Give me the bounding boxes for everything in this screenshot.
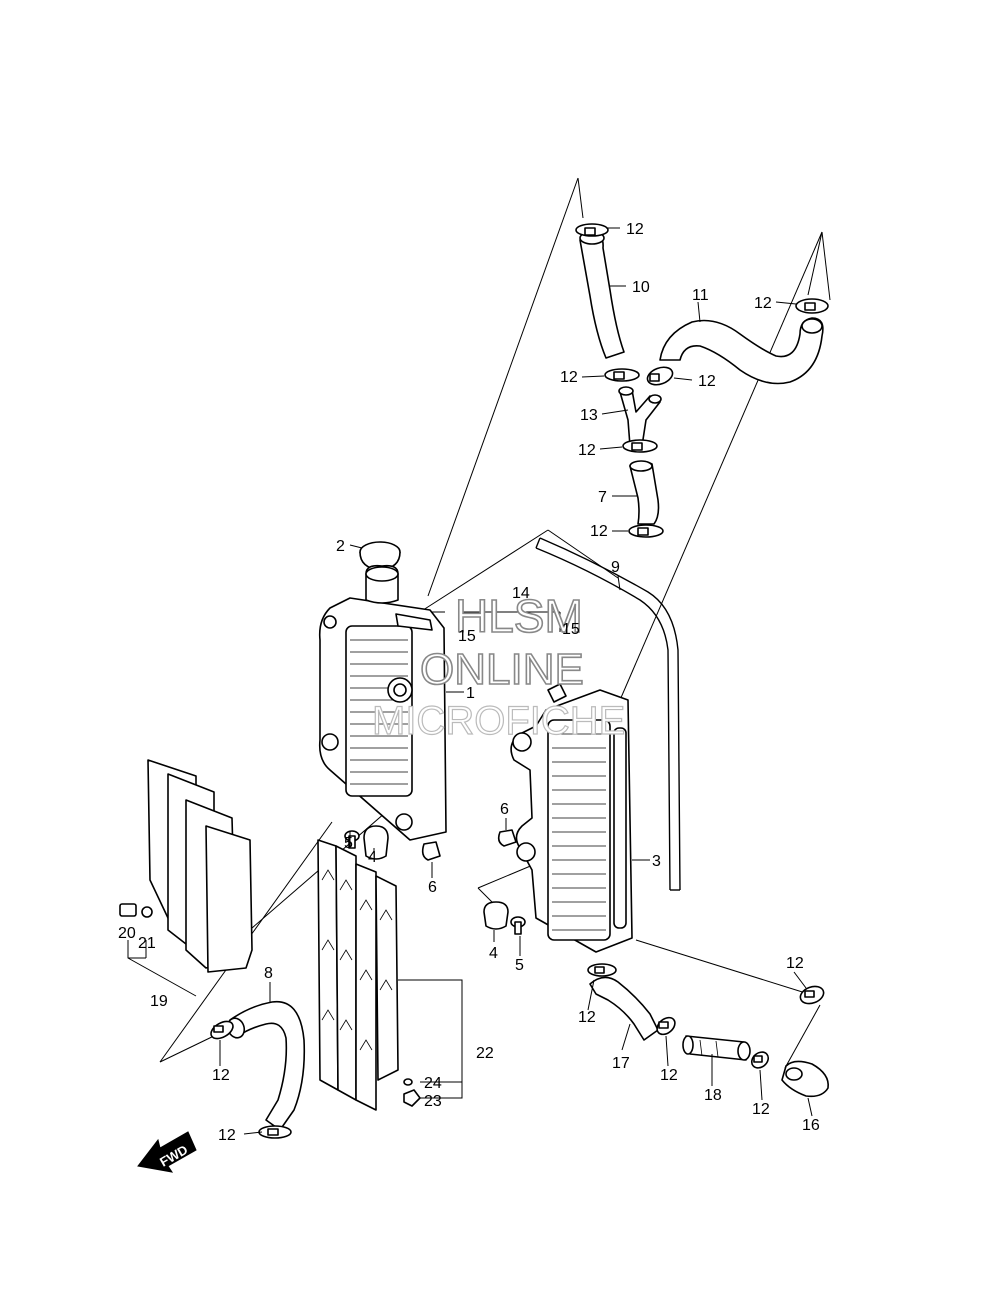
nut-23 bbox=[403, 1089, 421, 1107]
callout-18: 18 bbox=[704, 1087, 722, 1104]
washer-24 bbox=[403, 1078, 413, 1086]
bracket-19 bbox=[127, 940, 197, 997]
clamp-12-right-top bbox=[795, 298, 829, 314]
pipe-18 bbox=[682, 1035, 751, 1061]
callout-numbers: 12 10 11 12 12 12 13 12 7 12 2 9 14 15 1… bbox=[118, 221, 820, 1144]
watermark-line2: ONLINE bbox=[420, 645, 584, 694]
y-joint-13 bbox=[618, 386, 662, 447]
callout-12: 12 bbox=[698, 373, 716, 390]
watermark: HLSM ONLINE MICROFICHE bbox=[371, 589, 626, 743]
callout-12: 12 bbox=[626, 221, 644, 238]
callout-16: 16 bbox=[802, 1117, 820, 1134]
callout-2: 2 bbox=[336, 538, 345, 555]
callout-8: 8 bbox=[264, 965, 273, 982]
callout-6: 6 bbox=[500, 801, 509, 818]
callout-23: 23 bbox=[424, 1093, 442, 1110]
callout-12: 12 bbox=[560, 369, 578, 386]
callout-15: 15 bbox=[562, 621, 580, 638]
forward-direction-arrow: FWD bbox=[137, 1131, 197, 1173]
washer-21 bbox=[141, 906, 153, 918]
bolt-5-right bbox=[510, 916, 526, 935]
leader-lines bbox=[219, 227, 813, 1135]
callout-12: 12 bbox=[578, 442, 596, 459]
clamp-12-hose16 bbox=[799, 985, 825, 1005]
bolt-5-left bbox=[344, 830, 360, 849]
callout-12: 12 bbox=[752, 1101, 770, 1118]
callout-17: 17 bbox=[612, 1055, 630, 1072]
callout-12: 12 bbox=[578, 1009, 596, 1026]
collar-6-right bbox=[497, 829, 517, 847]
callout-13: 13 bbox=[580, 407, 598, 424]
grommet-4-right bbox=[483, 901, 509, 930]
callout-4: 4 bbox=[368, 849, 377, 866]
clamp-12-above-7 bbox=[622, 439, 658, 453]
callout-10: 10 bbox=[632, 279, 650, 296]
callout-12: 12 bbox=[660, 1067, 678, 1084]
radiator-guard-19 bbox=[147, 759, 253, 973]
callout-12: 12 bbox=[218, 1127, 236, 1144]
clip-20 bbox=[119, 903, 137, 917]
upper-hose-10 bbox=[579, 230, 625, 359]
callout-12: 12 bbox=[786, 955, 804, 972]
callout-12: 12 bbox=[590, 523, 608, 540]
left-radiator-1 bbox=[318, 564, 447, 841]
callout-15: 15 bbox=[458, 628, 476, 645]
clamp-12-hose17-bottom bbox=[656, 1016, 676, 1036]
clamp-12-top bbox=[575, 223, 609, 237]
grommet-4-left bbox=[363, 825, 389, 860]
upper-hose-11 bbox=[659, 317, 824, 385]
callout-12: 12 bbox=[212, 1067, 230, 1084]
callout-11: 11 bbox=[692, 287, 709, 304]
callout-5: 5 bbox=[515, 957, 524, 974]
clamp-12-mid-left bbox=[604, 368, 640, 382]
collar-6-left bbox=[421, 841, 441, 861]
callout-14: 14 bbox=[512, 585, 530, 602]
clamp-12-hose8-top bbox=[210, 1020, 234, 1040]
clamp-12-hose17-top bbox=[587, 963, 617, 977]
callout-9: 9 bbox=[611, 559, 620, 576]
callout-4: 4 bbox=[489, 945, 498, 962]
clamp-12-mid-right bbox=[646, 366, 674, 386]
overflow-tube-9 bbox=[535, 537, 681, 891]
watermark-line3: MICROFICHE bbox=[372, 699, 625, 743]
hose-17 bbox=[589, 976, 659, 1041]
callout-24: 24 bbox=[424, 1075, 442, 1092]
radiator-guard-22 bbox=[317, 839, 463, 1111]
callout-19: 19 bbox=[150, 993, 168, 1010]
right-radiator-3 bbox=[510, 683, 633, 953]
callout-3: 3 bbox=[652, 853, 661, 870]
clamp-12-below-7 bbox=[628, 524, 664, 538]
hose-8 bbox=[226, 1000, 306, 1131]
hose-16 bbox=[781, 1060, 829, 1098]
clamp-12-pipe18 bbox=[750, 1051, 770, 1069]
callout-12: 12 bbox=[754, 295, 772, 312]
callout-6: 6 bbox=[428, 879, 437, 896]
watermark-line1: HLSM bbox=[455, 590, 583, 642]
callout-7: 7 bbox=[598, 489, 607, 506]
callout-22: 22 bbox=[476, 1045, 494, 1062]
callout-20: 20 bbox=[118, 925, 136, 942]
clamp-12-hose8-bottom bbox=[258, 1125, 292, 1139]
callout-21: 21 bbox=[138, 935, 156, 952]
callout-1: 1 bbox=[466, 685, 475, 702]
callout-5: 5 bbox=[344, 835, 353, 852]
hose-7 bbox=[629, 460, 660, 525]
